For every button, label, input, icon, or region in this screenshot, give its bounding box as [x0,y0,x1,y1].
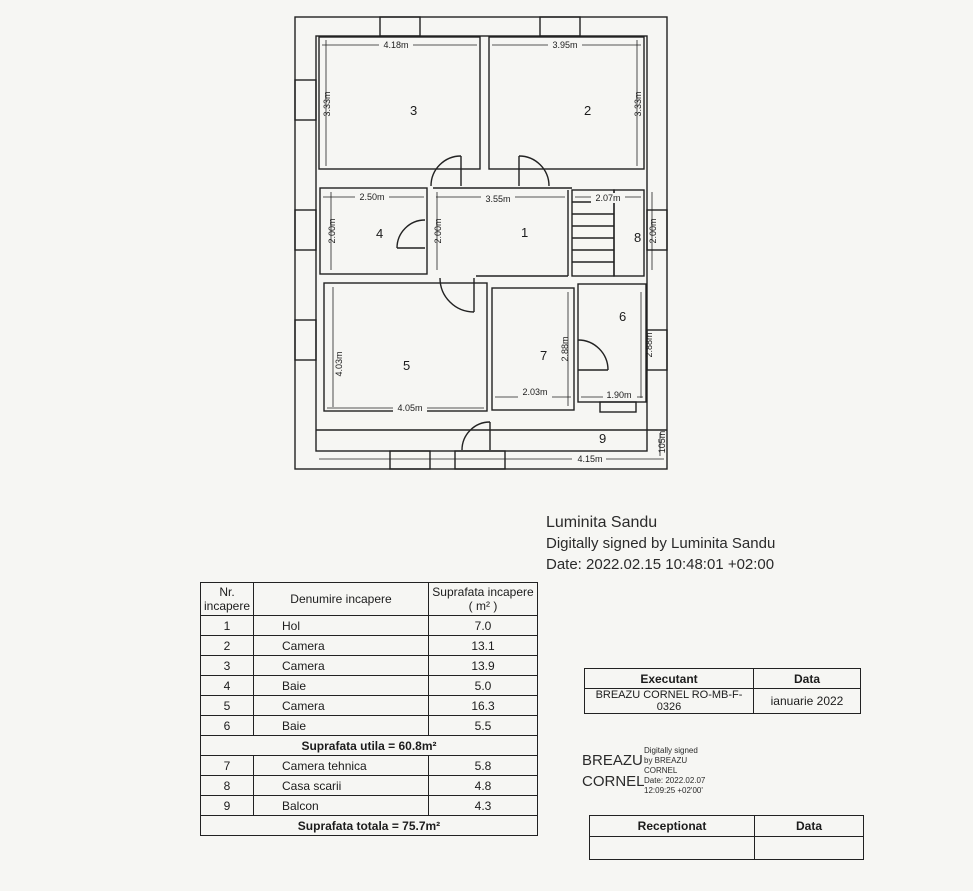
summary-row: Suprafata utila = 60.8m² [200,735,538,756]
sig-detail-4: Date: 2022.02.07 [644,776,706,785]
dim-203: 2.03m [522,387,547,397]
cell-nr: 2 [200,635,254,656]
header-area-label: Suprafata incapere [432,585,534,599]
cell-name: Camera [253,635,429,656]
cell-area: 5.0 [428,675,538,696]
room-number-6: 6 [619,309,626,324]
executant-name: BREAZU CORNEL RO-MB-F-0326 [584,688,754,714]
cell-area: 4.3 [428,795,538,816]
sig-detail-5: 12:09:25 +02'00' [644,786,703,795]
floor-plan: 3 2 4 1 8 5 7 6 9 4.18m 3.95m 3.33m 3.33… [294,16,668,470]
cell-nr: 4 [200,675,254,696]
room-number-3: 3 [410,103,417,118]
cell-area: 13.1 [428,635,538,656]
dim-418: 4.18m [383,40,408,50]
suprafata-totala: Suprafata totala = 75.7m² [200,815,538,836]
header-nr: Nr. incapere [200,582,254,616]
sig-detail-1: Digitally signed [644,746,698,755]
cell-name: Baie [253,675,429,696]
dim-355: 3.55m [485,194,510,204]
room-number-8: 8 [634,230,641,245]
summary-row: Suprafata totala = 75.7m² [200,815,538,836]
receptionat-date [754,836,864,860]
digital-signature-breazu: BREAZU CORNEL [582,750,645,792]
cell-nr: 6 [200,715,254,736]
receptionat-header: Receptionat [589,815,755,837]
room-number-5: 5 [403,358,410,373]
digital-signature-luminita: Luminita Sandu Digitally signed by Lumin… [546,512,775,575]
cell-area: 7.0 [428,615,538,636]
signature-line-2: Date: 2022.02.15 10:48:01 +02:00 [546,556,775,573]
cell-nr: 7 [200,755,254,776]
suprafata-utila: Suprafata utila = 60.8m² [200,735,538,756]
cell-area: 13.9 [428,655,538,676]
dim-200-stairs: 2.00m [648,218,658,243]
room-number-4: 4 [376,226,383,241]
dim-288-right: 2.88m [644,332,654,357]
signature-details: Digitally signed by BREAZU CORNEL Date: … [644,746,705,796]
cell-area: 5.5 [428,715,538,736]
room-number-7: 7 [540,348,547,363]
cell-name: Hol [253,615,429,636]
header-area: Suprafata incapere ( m² ) [428,582,538,616]
cell-area: 4.8 [428,775,538,796]
cell-name: Casa scarii [253,775,429,796]
receptionat-value [589,836,755,860]
cell-nr: 8 [200,775,254,796]
header-area-unit: ( m² ) [468,599,498,613]
dim-105: 105m [657,431,667,454]
signer-first: BREAZU [582,752,643,769]
dim-288-left: 2.88m [560,336,570,361]
receptionat-date-header: Data [754,815,864,837]
dim-333-right: 3.33m [633,91,643,116]
dim-403: 4.03m [334,351,344,376]
rooms-table: Nr. incapere Denumire incapere Suprafata… [200,582,538,836]
dim-415: 4.15m [577,454,602,464]
room-number-2: 2 [584,103,591,118]
dim-190: 1.90m [606,390,631,400]
dim-200-bath: 2.00m [327,218,337,243]
signer-last: CORNEL [582,773,645,790]
header-name: Denumire incapere [253,582,429,616]
cell-nr: 5 [200,695,254,716]
cell-name: Balcon [253,795,429,816]
cell-name: Baie [253,715,429,736]
cell-nr: 3 [200,655,254,676]
dim-395: 3.95m [552,40,577,50]
signature-line-1: Digitally signed by Luminita Sandu [546,535,776,552]
dim-250: 2.50m [359,192,384,202]
dim-405: 4.05m [397,403,422,413]
dim-200-hall: 2.00m [433,218,443,243]
cell-name: Camera [253,695,429,716]
cell-area: 5.8 [428,755,538,776]
cell-nr: 9 [200,795,254,816]
room-number-9: 9 [599,431,606,446]
cell-area: 16.3 [428,695,538,716]
cell-name: Camera tehnica [253,755,429,776]
dim-333-left: 3.33m [322,91,332,116]
room-number-1: 1 [521,225,528,240]
executant-header: Executant [584,668,754,689]
sig-detail-3: CORNEL [644,766,678,775]
cell-nr: 1 [200,615,254,636]
executant-date-header: Data [753,668,861,689]
signer-name: Luminita Sandu [546,514,658,531]
sig-detail-2: by BREAZU [644,756,688,765]
executant-date: ianuarie 2022 [753,688,861,714]
dim-207: 2.07m [595,193,620,203]
cell-name: Camera [253,655,429,676]
